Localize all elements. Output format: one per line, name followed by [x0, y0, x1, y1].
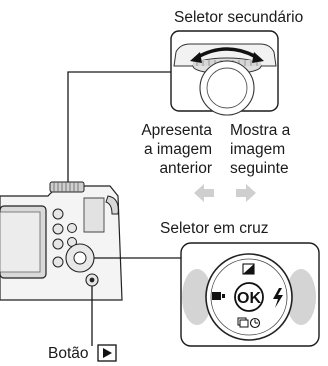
sub-dial-leader [67, 71, 171, 182]
camera-top-dial [49, 181, 85, 193]
playback-icon [97, 344, 117, 362]
playback-button-label: Botão [48, 345, 89, 362]
rotation-arrow-icon [195, 47, 259, 60]
camera-button [52, 256, 64, 268]
lens-barrel [199, 60, 255, 116]
camera-button [52, 223, 64, 235]
camera-body [0, 181, 123, 301]
arrow-pad-label: Seletor em cruz [160, 220, 269, 237]
flash-icon [273, 288, 283, 308]
camera-button [52, 238, 64, 250]
af-target-icon [212, 292, 225, 300]
arrow-pad-callout: OK [180, 242, 320, 347]
ok-button [234, 282, 264, 312]
exposure-compensation-icon [242, 263, 255, 275]
previous-label-line2: a imagem [143, 141, 212, 158]
camera-button [52, 208, 64, 220]
previous-label-line1: Apresenta [141, 122, 212, 139]
next-label-line2: imagem [230, 141, 286, 158]
camera-button [67, 223, 77, 233]
sub-dial-label: Seletor secundário [174, 9, 304, 26]
next-label-line1: Mostra a [230, 122, 291, 139]
next-label-line3: seguinte [230, 160, 289, 177]
ok-label: OK [237, 290, 261, 307]
right-lobe [286, 269, 316, 325]
previous-arrow-icon [194, 184, 214, 202]
sub-dial-callout [170, 30, 279, 116]
previous-label-line3: anterior [159, 160, 212, 177]
drive-self-timer-icon [237, 317, 261, 329]
next-arrow-icon [236, 184, 256, 202]
left-lobe [182, 269, 212, 325]
